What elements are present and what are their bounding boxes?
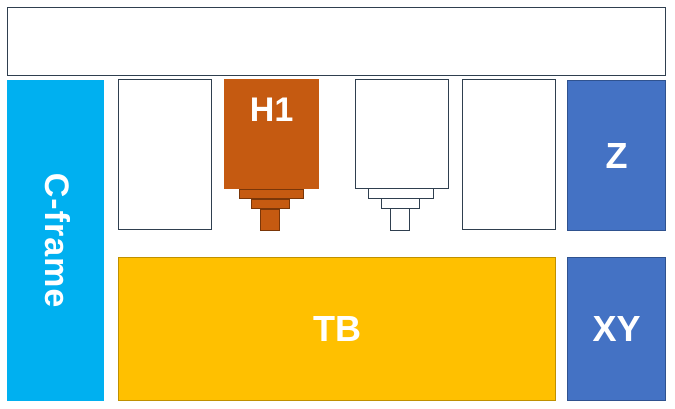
spindle-outline-tip [390,208,410,231]
empty-module-2 [462,79,556,230]
c-frame-label: C-frame [37,172,76,309]
h1-spindle-tip [260,209,280,231]
z-label: Z [605,134,628,176]
h1-module: H1 [224,79,319,189]
c-frame-block: C-frame [7,80,104,401]
xy-label: XY [592,308,641,349]
h1-label: H1 [249,91,294,129]
z-block: Z [567,80,666,231]
h1-spindle-step-2 [251,199,290,209]
spindle-module-outline [355,79,449,189]
xy-block: XY [567,257,666,401]
top-bar [7,7,666,76]
tb-label: TB [313,308,361,349]
empty-module-1 [118,79,212,230]
tb-block: TB [118,257,556,401]
h1-spindle-step-1 [239,189,304,199]
